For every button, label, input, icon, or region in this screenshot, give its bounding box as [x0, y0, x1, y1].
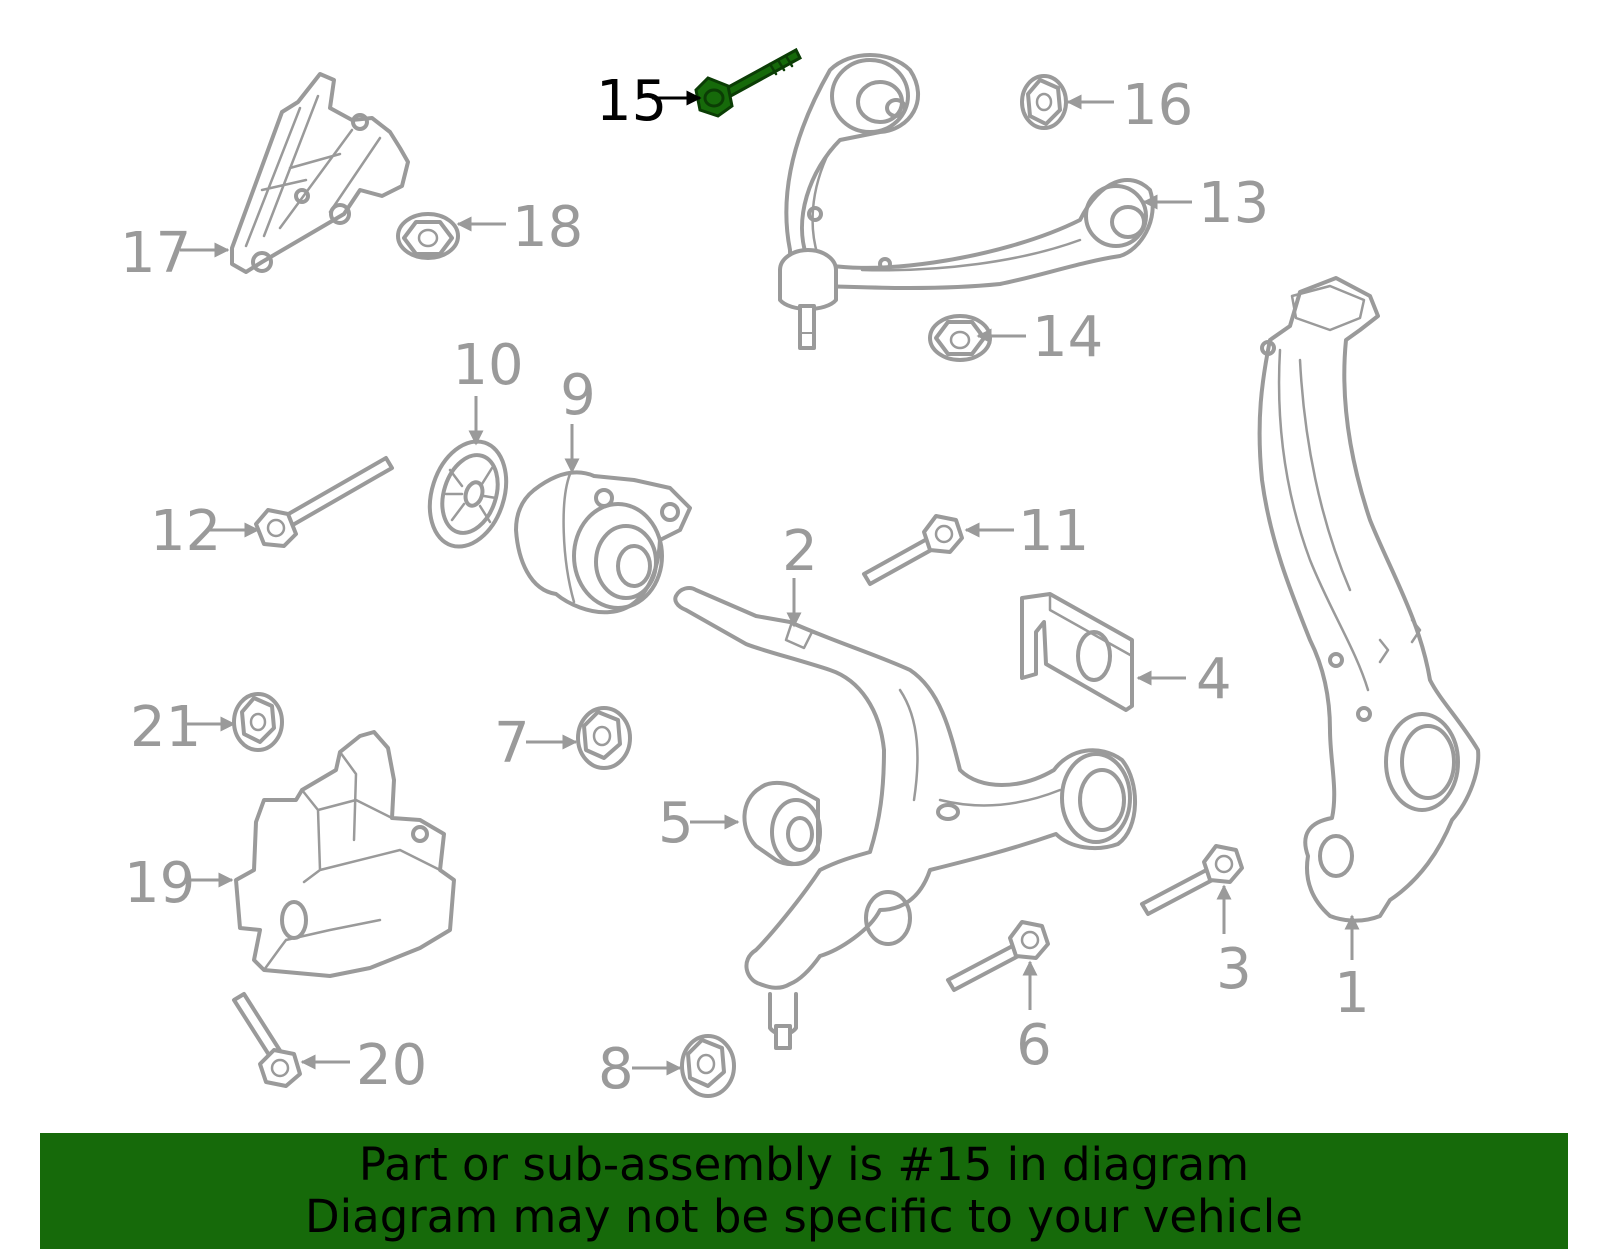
- callout-6[interactable]: 6: [1016, 1013, 1052, 1078]
- callout-5[interactable]: 5: [658, 791, 694, 856]
- nut-part-18[interactable]: [396, 212, 460, 260]
- callout-15[interactable]: 15: [596, 69, 667, 134]
- leader-arrows: [180, 90, 1360, 1076]
- lower-control-arm-part-2[interactable]: [673, 586, 1138, 1050]
- banner-line-disclaimer: Diagram may not be specific to your vehi…: [305, 1190, 1303, 1243]
- callout-4[interactable]: 4: [1196, 647, 1232, 712]
- callout-8[interactable]: 8: [598, 1037, 634, 1102]
- callout-17[interactable]: 17: [120, 221, 191, 286]
- bolt-part-12[interactable]: [254, 456, 394, 548]
- bolt-part-3[interactable]: [1140, 844, 1244, 916]
- bolt-part-11[interactable]: [862, 514, 964, 586]
- callout-2[interactable]: 2: [782, 519, 818, 584]
- callout-9[interactable]: 9: [560, 363, 596, 428]
- callout-18[interactable]: 18: [512, 195, 583, 260]
- callout-21[interactable]: 21: [130, 695, 201, 760]
- callout-labels: 1 2 3 4 5 6 7 8 9 10 11 12 13 14 15 16 1…: [120, 69, 1370, 1102]
- nut-part-21[interactable]: [232, 692, 284, 752]
- callout-3[interactable]: 3: [1216, 937, 1252, 1002]
- bracket-part-17[interactable]: [230, 72, 410, 274]
- callout-1[interactable]: 1: [1334, 961, 1370, 1026]
- callout-14[interactable]: 14: [1032, 305, 1103, 370]
- callout-13[interactable]: 13: [1198, 171, 1269, 236]
- bolt-part-20[interactable]: [232, 992, 302, 1088]
- bracket-assembly-part-19[interactable]: [234, 730, 456, 978]
- callout-10[interactable]: 10: [452, 333, 523, 398]
- washer-part-10[interactable]: [417, 432, 519, 557]
- callout-12[interactable]: 12: [150, 499, 221, 564]
- sleeve-part-5[interactable]: [742, 781, 822, 867]
- bushing-part-9[interactable]: [514, 470, 692, 615]
- upper-control-arm-part-13[interactable]: [778, 53, 1155, 350]
- steering-knuckle-part-1[interactable]: [1257, 276, 1481, 923]
- bracket-plate-part-4[interactable]: [1020, 592, 1134, 712]
- bolt-part-6[interactable]: [946, 920, 1050, 992]
- nut-part-7[interactable]: [576, 706, 632, 770]
- callout-11[interactable]: 11: [1018, 499, 1089, 564]
- callout-20[interactable]: 20: [356, 1033, 427, 1098]
- nut-part-16[interactable]: [1020, 74, 1068, 130]
- info-banner: Part or sub-assembly is #15 in diagram D…: [40, 1133, 1568, 1249]
- callout-16[interactable]: 16: [1122, 73, 1193, 138]
- nut-part-14[interactable]: [928, 314, 992, 362]
- banner-line-part-number: Part or sub-assembly is #15 in diagram: [358, 1138, 1250, 1191]
- nut-part-8[interactable]: [680, 1034, 736, 1098]
- callout-19[interactable]: 19: [124, 851, 195, 916]
- callout-7[interactable]: 7: [494, 711, 530, 776]
- bolt-part-15[interactable]: [694, 47, 802, 118]
